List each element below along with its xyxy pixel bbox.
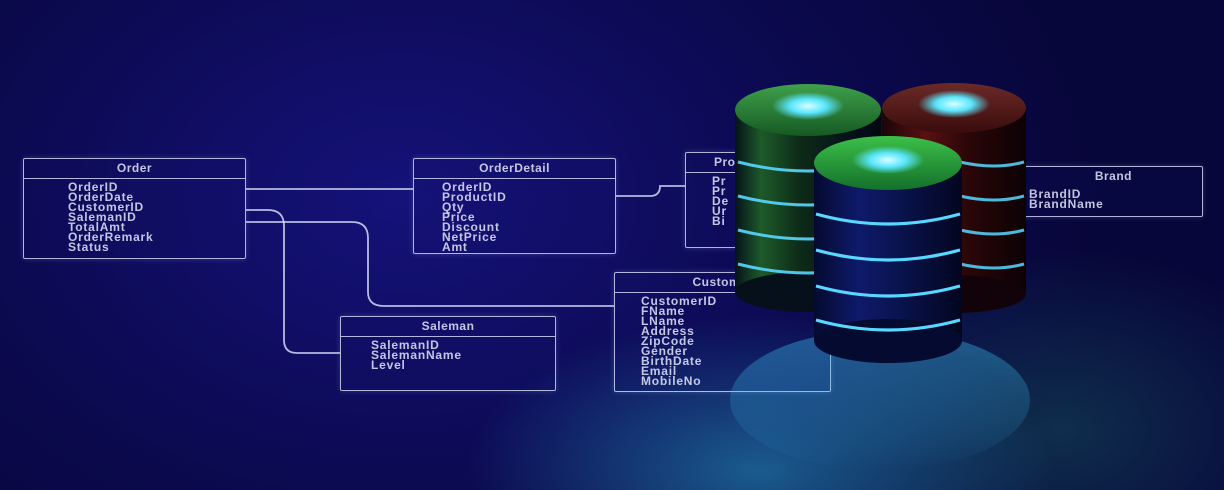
database-cylinder-front — [814, 136, 962, 363]
